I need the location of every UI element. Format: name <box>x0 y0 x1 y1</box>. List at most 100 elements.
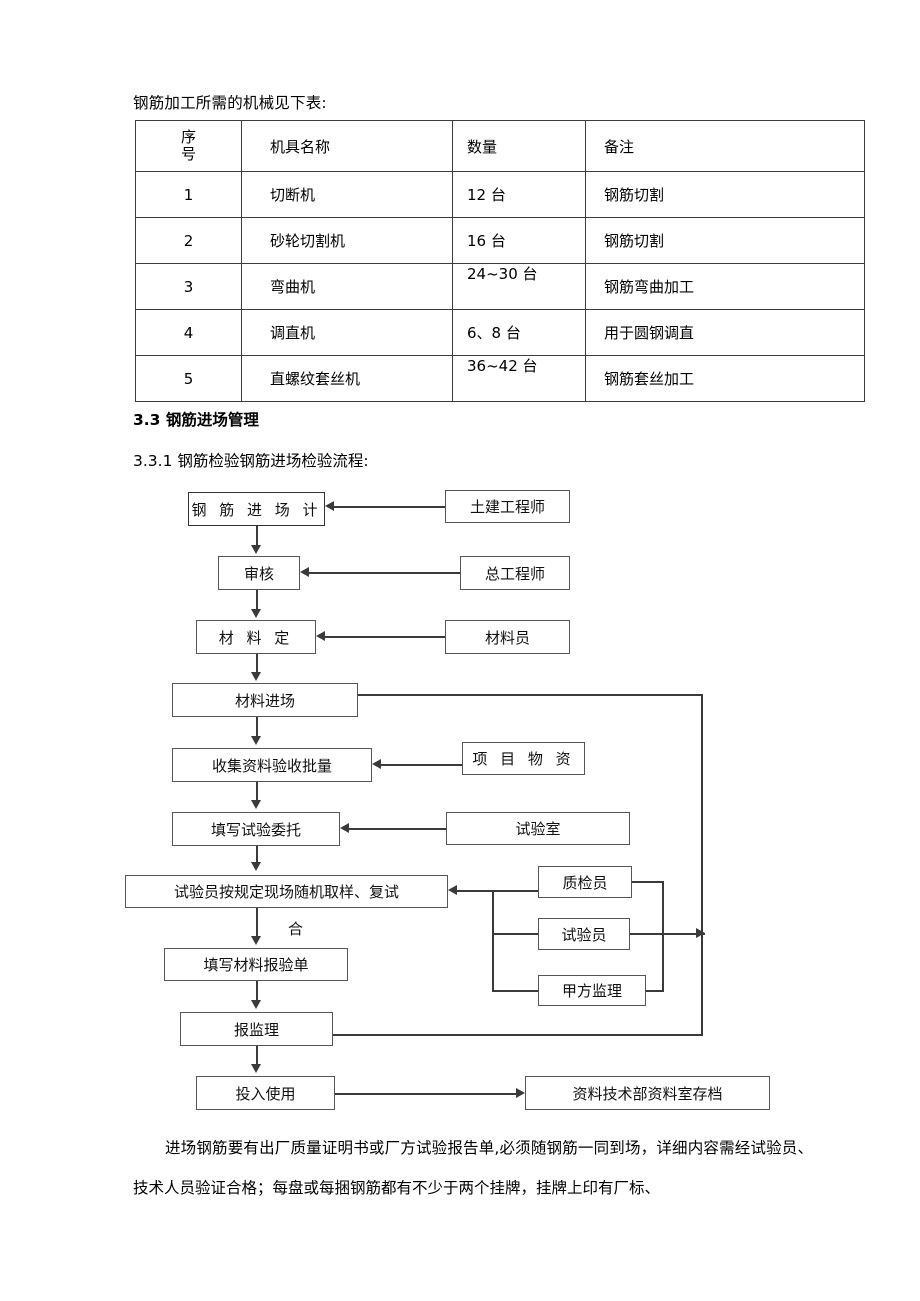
flow-node-laboratory-label: 试验室 <box>515 820 561 838</box>
edge-sampling-to-report <box>256 908 258 938</box>
flow-node-laboratory[interactable]: 试验室 <box>446 812 630 845</box>
table-row: 2 砂轮切割机 16 台 钢筋切割 <box>135 217 865 264</box>
edge-civil-engineer-arrow <box>325 501 334 511</box>
header-cell-index: 序 号 <box>135 120 242 172</box>
table-row: 3 弯曲机 24~30 台 钢筋弯曲加工 <box>135 263 865 310</box>
heading-3-3-1: 3.3.1 钢筋检验钢筋进场检验流程: <box>133 452 369 470</box>
table-header-row: 序 号 机具名称 数量 备注 <box>135 120 865 172</box>
cell-name: 弯曲机 <box>241 263 453 310</box>
flow-node-sampling[interactable]: 试验员按规定现场随机取样、复试 <box>125 875 448 908</box>
edge-owner-right-stub <box>646 990 664 992</box>
flow-node-entry-plan[interactable]: 钢 筋 进 场 计 <box>188 492 325 526</box>
cell-index: 5 <box>135 355 242 402</box>
flow-node-qc-inspector-label: 质检员 <box>562 873 608 892</box>
flow-node-collect-docs[interactable]: 收集资料验收批量 <box>172 748 372 782</box>
edge-report-to-supervisor-arrow <box>251 1000 261 1009</box>
cell-name: 切断机 <box>241 171 453 218</box>
edge-entry-to-review <box>256 526 258 547</box>
edge-chief-engineer-arrow <box>300 567 309 577</box>
flow-node-chief-engineer-label: 总工程师 <box>484 564 545 583</box>
table-row: 4 调直机 6、8 台 用于圆钢调直 <box>135 309 865 356</box>
edge-review-to-material-fix <box>256 590 258 611</box>
edge-arrive-loop-top <box>358 694 703 696</box>
edge-review-to-material-fix-arrow <box>251 609 261 618</box>
edge-supervisor-to-use-arrow <box>251 1064 261 1073</box>
cell-qty: 36~42 台 <box>452 355 586 402</box>
edge-roles-to-sampling <box>457 890 538 892</box>
flow-node-project-supply[interactable]: 项 目 物 资 <box>462 742 585 775</box>
flow-node-chief-engineer[interactable]: 总工程师 <box>460 556 570 590</box>
cell-note: 钢筋弯曲加工 <box>585 263 865 310</box>
edge-arrive-loop-right <box>701 694 703 1035</box>
flow-node-put-into-use-label: 投入使用 <box>235 1084 296 1103</box>
cell-index: 1 <box>135 171 242 218</box>
flow-node-material-arrive[interactable]: 材料进场 <box>172 683 358 717</box>
flow-node-fill-report-label: 填写材料报验单 <box>203 956 309 974</box>
edge-sampling-to-report-arrow <box>251 936 261 945</box>
edge-laboratory-arrow <box>340 823 349 833</box>
table-row: 5 直螺纹套丝机 36~42 台 钢筋套丝加工 <box>135 355 865 402</box>
edge-tester-left-stub <box>492 933 538 935</box>
flow-edge-label-pass: 合 <box>288 920 304 938</box>
flow-node-material-clerk-label: 材料员 <box>484 628 530 647</box>
edge-chief-engineer-to-review <box>309 572 460 574</box>
edge-use-to-archive-arrow <box>516 1088 525 1098</box>
cell-note: 钢筋套丝加工 <box>585 355 865 402</box>
edge-supervisor-to-use <box>256 1046 258 1066</box>
machines-table: 序 号 机具名称 数量 备注 1 切断机 12 台 钢筋切割 2 砂轮切割机 1… <box>135 120 865 402</box>
flow-node-qc-inspector[interactable]: 质检员 <box>538 866 632 898</box>
edge-project-supply-to-collect <box>381 764 462 766</box>
flow-node-archive-label: 资料技术部资料室存档 <box>572 1084 723 1103</box>
header-index-line2: 号 <box>180 145 196 163</box>
flow-node-collect-docs-label: 收集资料验收批量 <box>211 756 332 775</box>
edge-use-to-archive <box>335 1093 516 1095</box>
flow-node-put-into-use[interactable]: 投入使用 <box>196 1076 335 1110</box>
edge-test-order-to-sampling <box>256 846 258 864</box>
edge-report-to-supervisor <box>256 981 258 1002</box>
cell-name: 砂轮切割机 <box>241 217 453 264</box>
edge-qc-right-stub <box>632 881 664 883</box>
flow-node-civil-engineer[interactable]: 土建工程师 <box>445 490 570 523</box>
edge-owner-supervisor-left-stub <box>492 990 538 992</box>
flow-node-archive[interactable]: 资料技术部资料室存档 <box>525 1076 770 1110</box>
flow-node-review[interactable]: 审核 <box>218 556 300 590</box>
edge-roles-left-bus <box>492 890 494 991</box>
cell-name: 调直机 <box>241 309 453 356</box>
edge-collect-to-test-order-arrow <box>251 800 261 809</box>
flow-node-tester[interactable]: 试验员 <box>538 918 630 950</box>
edge-test-order-to-sampling-arrow <box>251 862 261 871</box>
cell-qty-value: 36~42 台 <box>467 357 538 375</box>
edge-arrive-to-collect-arrow <box>251 736 261 745</box>
flow-node-owner-supervisor[interactable]: 甲方监理 <box>538 975 646 1006</box>
flow-node-material-fix-label: 材 料 定 <box>218 628 294 647</box>
cell-index: 3 <box>135 263 242 310</box>
edge-civil-engineer-to-entry <box>334 506 445 508</box>
flow-node-material-fix[interactable]: 材 料 定 <box>196 620 316 654</box>
cell-note: 用于圆钢调直 <box>585 309 865 356</box>
cell-qty-value: 24~30 台 <box>467 265 538 283</box>
edge-roles-to-sampling-arrow <box>448 885 457 895</box>
intro-text: 钢筋加工所需的机械见下表: <box>133 94 327 112</box>
edge-collect-to-test-order <box>256 782 258 802</box>
flow-node-fill-test-order-label: 填写试验委托 <box>210 820 301 839</box>
flow-node-fill-report[interactable]: 填写材料报验单 <box>164 948 348 981</box>
cell-note: 钢筋切割 <box>585 217 865 264</box>
flow-node-report-supervisor-label: 报监理 <box>233 1020 279 1039</box>
flow-node-owner-supervisor-label: 甲方监理 <box>561 982 622 1000</box>
flow-node-material-clerk[interactable]: 材料员 <box>445 620 570 654</box>
flow-node-fill-test-order[interactable]: 填写试验委托 <box>172 812 340 846</box>
flow-node-material-arrive-label: 材料进场 <box>234 691 295 710</box>
flow-node-tester-label: 试验员 <box>561 925 607 944</box>
flow-node-sampling-label: 试验员按规定现场随机取样、复试 <box>173 883 399 901</box>
edge-tester-to-loop <box>630 933 705 935</box>
edge-roles-right-bus <box>662 881 664 991</box>
flow-node-project-supply-label: 项 目 物 资 <box>472 750 575 768</box>
flow-node-civil-engineer-label: 土建工程师 <box>469 498 545 516</box>
flow-node-report-supervisor[interactable]: 报监理 <box>180 1012 333 1046</box>
edge-entry-to-review-arrow <box>251 545 261 554</box>
edge-arrive-to-collect <box>256 717 258 738</box>
header-cell-note: 备注 <box>585 120 865 172</box>
flow-node-review-label: 审核 <box>243 564 274 583</box>
edge-material-clerk-to-fix <box>325 636 445 638</box>
